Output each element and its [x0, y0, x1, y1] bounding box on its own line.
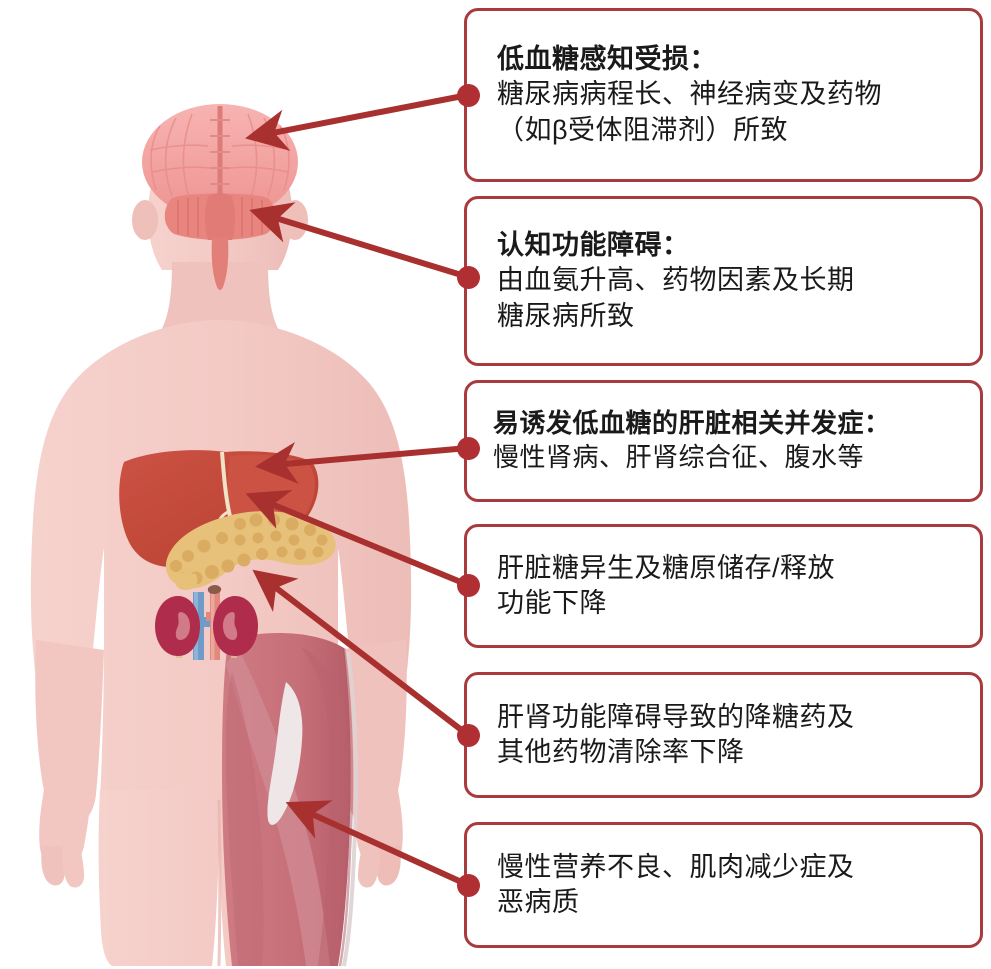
- callout-line: 恶病质: [497, 887, 580, 917]
- callout-line: 慢性肾病、肝肾综合征、腹水等: [493, 442, 865, 472]
- callout-hypoglycemia-unawareness[interactable]: 低血糖感知受损： 糖尿病病程长、神经病变及药物 （如β受体阻滞剂）所致: [464, 8, 983, 182]
- connector-dot: [457, 266, 480, 289]
- callout-title: 低血糖感知受损：: [497, 44, 717, 75]
- callout-cognitive-dysfunction[interactable]: 认知功能障碍： 由血氨升高、药物因素及长期 糖尿病所致: [464, 196, 983, 366]
- connector-dot: [457, 437, 480, 460]
- callout-line: （如β受体阻滞剂）所致: [497, 114, 789, 145]
- callout-line: 肝肾功能障碍导致的降糖药及: [497, 701, 855, 732]
- callout-line: 肝脏糖异生及糖原储存/释放: [497, 552, 836, 583]
- callout-line: 由血氨升高、药物因素及长期: [497, 265, 855, 296]
- callout-title: 易诱发低血糖的肝脏相关并发症：: [493, 408, 891, 439]
- connector-dot: [457, 874, 480, 897]
- callout-liver-complications[interactable]: 易诱发低血糖的肝脏相关并发症： 慢性肾病、肝肾综合征、腹水等: [464, 380, 983, 502]
- callout-title: 认知功能障碍：: [497, 230, 690, 261]
- callout-malnutrition-sarcopenia[interactable]: 慢性营养不良、肌肉减少症及 恶病质: [464, 822, 983, 948]
- callout-line: 慢性营养不良、肌肉减少症及: [497, 851, 855, 882]
- callout-gluconeogenesis-decline[interactable]: 肝脏糖异生及糖原储存/释放 功能下降: [464, 524, 983, 648]
- callout-drug-clearance-decline[interactable]: 肝肾功能障碍导致的降糖药及 其他药物清除率下降: [464, 672, 983, 798]
- connector-dot: [457, 84, 480, 107]
- callout-line: 其他药物清除率下降: [497, 737, 745, 767]
- thigh-muscle-anatomy: [222, 633, 358, 967]
- callout-line: 功能下降: [497, 588, 607, 618]
- kidneys: [155, 585, 258, 660]
- callout-line: 糖尿病所致: [497, 300, 635, 331]
- callout-line: 糖尿病病程长、神经病变及药物: [497, 79, 882, 110]
- connector-dot: [457, 574, 480, 597]
- connector-dot: [457, 724, 480, 747]
